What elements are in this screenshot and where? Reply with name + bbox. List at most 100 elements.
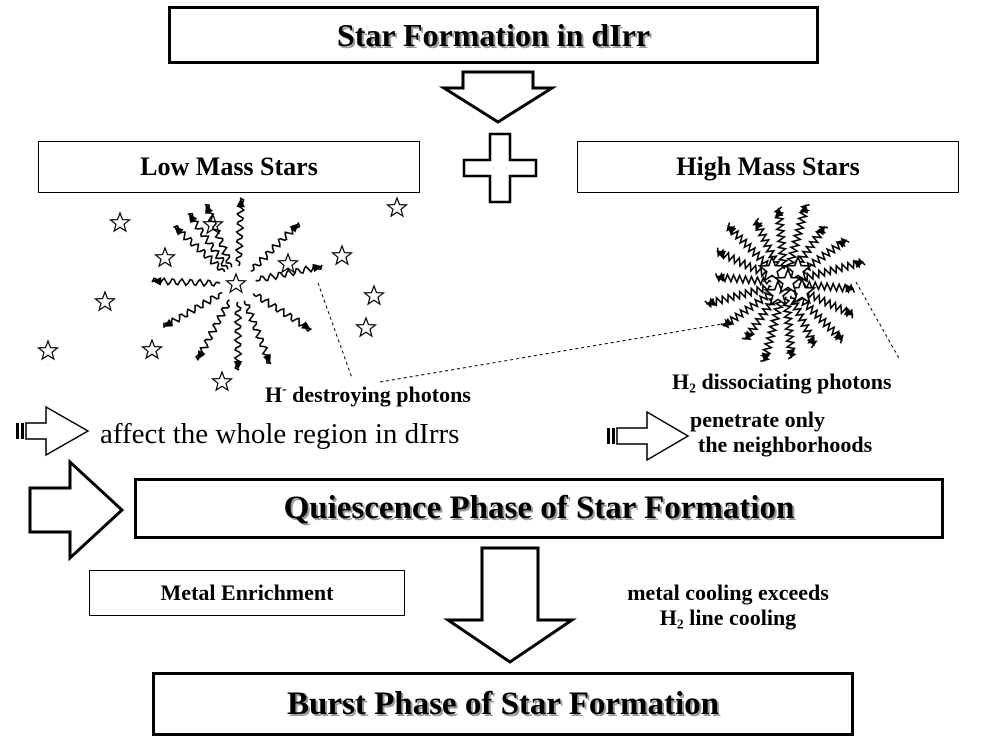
down-arrow-top bbox=[438, 70, 558, 124]
high-mass-photon-15-head bbox=[799, 203, 808, 214]
high-mass-star-1 bbox=[757, 254, 787, 283]
h2-photons-label: H2 dissociating photons bbox=[672, 369, 892, 396]
burst-phase-box: Burst Phase of Star Formation bbox=[152, 672, 854, 736]
metal-enrichment-label: Metal Enrichment bbox=[160, 580, 334, 605]
high-mass-photon-11 bbox=[716, 247, 773, 279]
high-mass-photon-4-head bbox=[807, 336, 815, 347]
low-mass-photon-7 bbox=[195, 299, 231, 361]
low-mass-photon-8 bbox=[163, 292, 223, 328]
low-mass-photon-4-head bbox=[301, 321, 311, 330]
high-mass-photon-8-head bbox=[722, 318, 733, 327]
low-mass-star-4 bbox=[153, 246, 177, 268]
high-mass-star-3 bbox=[763, 278, 793, 307]
low-mass-photon-6 bbox=[233, 301, 243, 371]
high-mass-stars-core bbox=[757, 254, 817, 307]
low-mass-photon-12-head bbox=[188, 213, 198, 224]
low-mass-photon-10-head bbox=[174, 226, 184, 236]
high-mass-star-5 bbox=[773, 266, 803, 295]
title-text: Star Formation in dIrr bbox=[336, 16, 651, 53]
low-mass-star-8 bbox=[93, 290, 117, 312]
high-mass-photon-6 bbox=[759, 295, 785, 363]
high-effect-text: penetrate only the neighborhoods bbox=[690, 407, 873, 458]
low-mass-photon-rays bbox=[151, 197, 323, 371]
high-mass-photon-5 bbox=[781, 296, 797, 360]
quiescence-phase-label: Quiescence Phase of Star Formation bbox=[283, 490, 795, 526]
low-mass-photon-9 bbox=[151, 277, 221, 288]
low-mass-photon-2 bbox=[250, 222, 301, 273]
high-mass-photon-14 bbox=[773, 206, 789, 270]
high-mass-photon-6-head bbox=[762, 352, 771, 363]
low-mass-photon-4 bbox=[252, 293, 312, 332]
low-mass-stars-cluster bbox=[36, 196, 409, 392]
low-mass-photon-10 bbox=[173, 224, 226, 273]
high-mass-photon-1-head bbox=[845, 284, 855, 293]
low-mass-star-3 bbox=[385, 196, 409, 218]
high-mass-stars-label: High Mass Stars bbox=[676, 152, 860, 181]
leader-line-low-high bbox=[379, 322, 729, 383]
title-box: Star Formation in dIrr bbox=[168, 6, 819, 64]
metal-enrichment-box: Metal Enrichment bbox=[89, 570, 405, 616]
low-mass-stars-box: Low Mass Stars bbox=[38, 141, 420, 193]
low-effect-text: affect the whole region in dIrrs bbox=[100, 418, 460, 450]
high-mass-photon-7-head bbox=[744, 330, 754, 341]
high-mass-photon-8 bbox=[720, 290, 774, 329]
high-mass-photon-11-head bbox=[716, 250, 727, 259]
high-mass-photon-10-head bbox=[715, 273, 725, 282]
high-mass-photon-13-head bbox=[755, 219, 763, 230]
high-mass-photon-17-head bbox=[837, 239, 848, 248]
low-mass-photon-11-head bbox=[205, 204, 213, 215]
high-mass-photon-15 bbox=[785, 203, 811, 271]
high-mass-star-2 bbox=[783, 254, 813, 283]
low-mass-photon-3 bbox=[255, 264, 323, 282]
low-mass-star-11 bbox=[140, 338, 164, 360]
high-mass-photon-18-head bbox=[854, 260, 865, 269]
plus-icon bbox=[462, 132, 538, 204]
high-mass-photon-3-head bbox=[833, 331, 843, 341]
leader-line-low bbox=[317, 282, 353, 379]
high-mass-stars-box: High Mass Stars bbox=[577, 141, 959, 193]
high-mass-photon-1 bbox=[798, 279, 856, 295]
burst-phase-label: Burst Phase of Star Formation bbox=[286, 685, 720, 722]
low-mass-photon-2-head bbox=[289, 223, 299, 233]
h-minus-photons-label: H- destroying photons bbox=[265, 381, 471, 407]
low-mass-photon-7-head bbox=[197, 350, 206, 360]
cooling-note: metal cooling exceeds H2 line cooling bbox=[627, 580, 829, 632]
low-mass-photon-8-head bbox=[163, 318, 174, 327]
low-mass-star-10 bbox=[354, 316, 378, 338]
big-right-arrow bbox=[28, 458, 125, 562]
low-mass-photon-6-head bbox=[233, 361, 243, 370]
low-mass-photon-5 bbox=[243, 300, 272, 365]
low-mass-photon-5-head bbox=[263, 353, 271, 364]
high-mass-photon-9-head bbox=[705, 297, 716, 306]
low-mass-stars-label: Low Mass Stars bbox=[140, 152, 318, 181]
low-mass-star-5 bbox=[276, 252, 300, 274]
low-mass-star-6 bbox=[330, 244, 354, 266]
quiescence-phase-box: Quiescence Phase of Star Formation bbox=[134, 478, 944, 539]
low-mass-photon-1 bbox=[234, 197, 245, 267]
low-mass-star-7 bbox=[224, 272, 248, 294]
implication-arrow-right bbox=[607, 410, 690, 462]
high-mass-photon-10 bbox=[714, 271, 772, 287]
high-mass-photon-5-head bbox=[786, 349, 795, 359]
down-arrow-bottom bbox=[443, 546, 577, 664]
low-mass-photon-1-head bbox=[236, 198, 245, 208]
leader-line-high bbox=[855, 281, 901, 361]
low-mass-star-13 bbox=[210, 370, 234, 392]
low-mass-photon-12 bbox=[187, 212, 229, 270]
high-mass-photon-2-head bbox=[843, 307, 854, 316]
high-mass-photon-3 bbox=[794, 292, 844, 344]
high-mass-photon-18 bbox=[798, 257, 866, 283]
high-mass-photon-14-head bbox=[775, 207, 784, 217]
implication-arrow-left bbox=[16, 405, 90, 457]
high-mass-photon-9 bbox=[704, 283, 772, 309]
low-mass-photon-11 bbox=[204, 203, 233, 268]
high-mass-photon-4 bbox=[789, 295, 818, 349]
low-mass-star-1 bbox=[108, 211, 132, 233]
low-mass-star-12 bbox=[36, 339, 60, 361]
low-mass-star-9 bbox=[362, 284, 386, 306]
low-mass-photon-3-head bbox=[312, 263, 323, 273]
high-mass-photon-16-head bbox=[816, 225, 826, 236]
low-mass-photon-9-head bbox=[152, 277, 162, 286]
